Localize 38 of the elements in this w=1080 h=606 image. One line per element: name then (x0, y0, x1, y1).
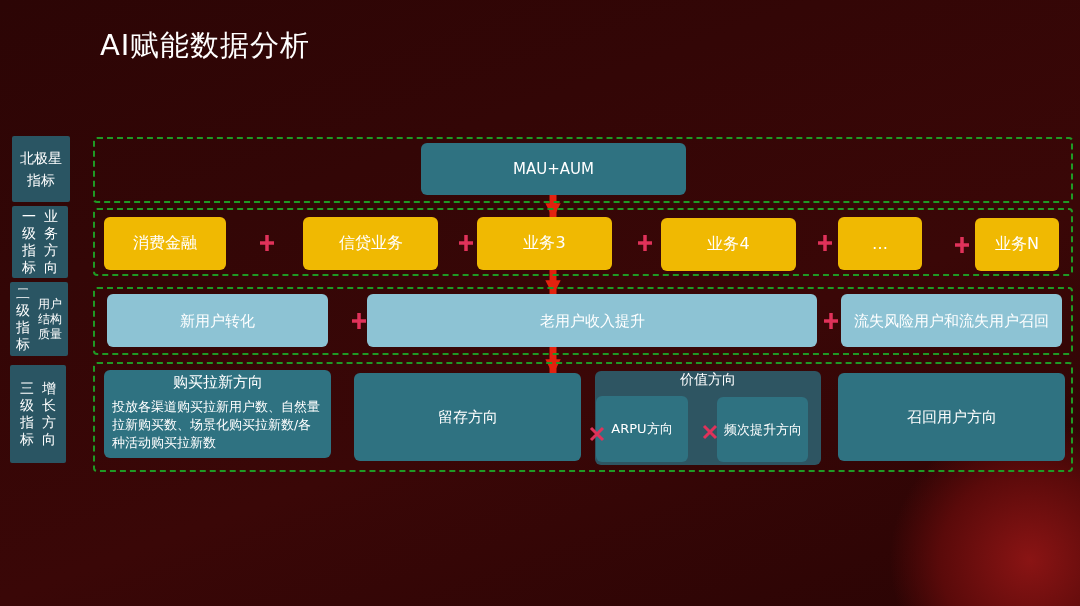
row-label-box (12, 206, 68, 278)
business-box: 业务3 (477, 217, 612, 270)
business-box: 业务N (975, 218, 1059, 271)
business-box: 业务4 (661, 218, 796, 271)
direction-box: 留存方向 (354, 373, 581, 461)
arrow (545, 347, 561, 375)
row-label-text: 一级指标 (21, 208, 37, 276)
row-label-box (10, 365, 66, 463)
row-label-box (10, 282, 68, 356)
row-label-text: 北极星指标 (19, 149, 63, 190)
dashed-band (93, 362, 1073, 472)
direction-box: ARPU方向 (596, 396, 688, 462)
user-segment-box: 老用户收入提升 (367, 294, 817, 347)
row-label-box (12, 136, 70, 202)
group-heading: 价值方向 (680, 371, 736, 389)
metric-box: MAU+AUM (421, 143, 686, 195)
direction-box: 召回用户方向 (838, 373, 1065, 461)
row-label-text: 增长方向 (41, 380, 57, 448)
box-description: 投放各渠道购买拉新用户数、自然量拉新购买数、场景化购买拉新数/各种活动购买拉新数 (112, 398, 321, 452)
direction-box (104, 370, 331, 458)
user-segment-box: 流失风险用户和流失用户召回 (841, 294, 1062, 347)
box-heading: 购买拉新方向 (172, 373, 263, 392)
business-box: … (838, 217, 922, 270)
arrow (545, 270, 561, 296)
row-label-text: 用户结构质量 (37, 296, 63, 342)
dashed-band (93, 208, 1073, 276)
dashed-band (93, 137, 1073, 203)
row-label-text: 三级指标 (19, 380, 35, 448)
direction-group-box (595, 371, 821, 465)
row-label-text: 业务方向 (43, 208, 59, 276)
slide-title: AI赋能数据分析 (100, 27, 311, 64)
dashed-band (93, 287, 1073, 355)
business-box: 信贷业务 (303, 217, 438, 270)
arrow (545, 195, 561, 219)
row-label-text: 二级指标 (15, 285, 31, 353)
direction-box: 频次提升方向 (717, 397, 808, 462)
user-segment-box: 新用户转化 (107, 294, 328, 347)
business-box: 消费金融 (104, 217, 226, 270)
